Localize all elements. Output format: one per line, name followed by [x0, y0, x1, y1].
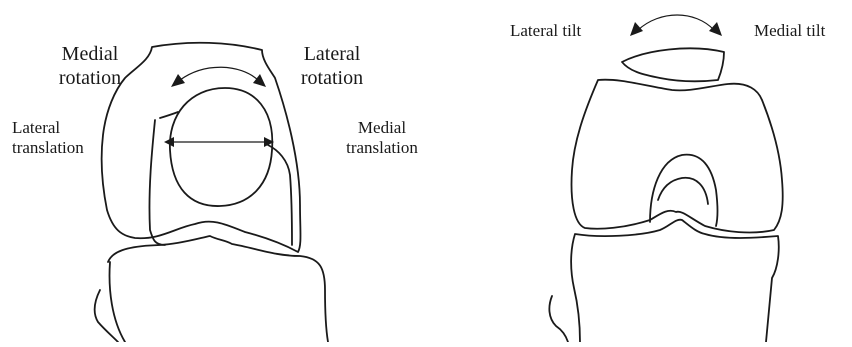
tilt-arrow-left-head — [630, 22, 643, 36]
medial-translation-label: Medial translation — [334, 118, 430, 159]
right-intercondylar-notch — [650, 155, 718, 226]
right-patella — [622, 48, 724, 81]
medial-tilt-label: Medial tilt — [754, 21, 825, 41]
tilt-arrow-right-head — [709, 22, 722, 36]
rotation-arc — [180, 67, 258, 80]
rotation-arrow-left-head — [171, 74, 185, 87]
tilt-arc — [638, 15, 714, 30]
lateral-tilt-label: Lateral tilt — [510, 21, 581, 41]
right-knee-figure — [549, 15, 782, 342]
lateral-translation-label: Lateral translation — [12, 118, 84, 159]
left-patella-circle — [170, 88, 272, 206]
medial-rotation-label: Medial rotation — [40, 42, 140, 90]
rotation-arrow-right-head — [253, 74, 266, 87]
left-tibia-outline — [95, 236, 328, 342]
right-tibia-outline — [549, 220, 778, 342]
lateral-rotation-label: Lateral rotation — [282, 42, 382, 90]
